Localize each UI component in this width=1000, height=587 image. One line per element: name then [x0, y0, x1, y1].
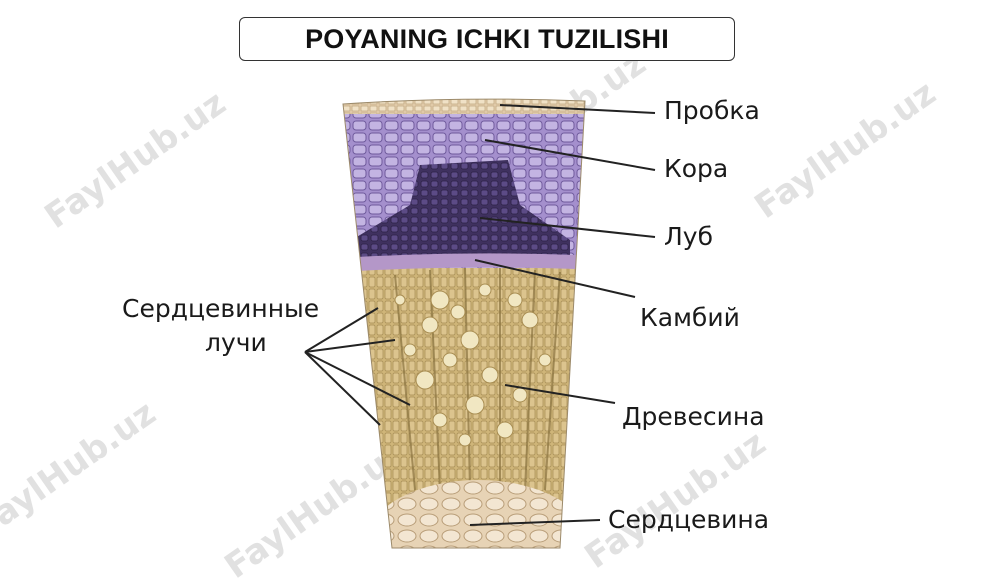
- leader-serdtsevina: [469, 519, 601, 526]
- medullary-rays: [394, 267, 561, 491]
- leader-kambiy: [474, 259, 636, 298]
- title-box: POYANING ICHKI TUZILISHI: [239, 17, 735, 61]
- stem-outline: [342, 98, 586, 549]
- pith-layer: [368, 480, 585, 549]
- stem-section: [343, 99, 585, 549]
- page-title: POYANING ICHKI TUZILISHI: [305, 23, 669, 54]
- label-probka: Пробка: [664, 96, 760, 125]
- label-luchi-line2: лучи: [205, 328, 267, 357]
- leader-probka: [499, 104, 656, 114]
- leader-lub: [479, 217, 656, 238]
- cambium-layer: [343, 253, 585, 272]
- leader-luchi-1: [304, 307, 379, 353]
- label-kambiy: Камбий: [640, 303, 740, 332]
- label-drevesina: Древесина: [622, 402, 765, 431]
- cork-layer: [343, 99, 585, 114]
- wood-vessels: [394, 283, 552, 447]
- leader-luchi-2: [304, 339, 396, 353]
- label-luchi-line1: Сердцевинные: [122, 294, 320, 323]
- leader-luchi-4: [304, 351, 381, 426]
- phloem-layer: [355, 160, 570, 264]
- label-lub: Луб: [664, 222, 714, 251]
- leader-drevesina: [504, 384, 616, 404]
- leader-luchi-3: [304, 351, 411, 406]
- leader-kora: [484, 139, 656, 171]
- label-kora: Кора: [664, 154, 729, 183]
- label-serdtsevina: Сердцевина: [608, 505, 770, 534]
- leader-lines: [304, 104, 656, 526]
- stem-diagram: [304, 98, 656, 549]
